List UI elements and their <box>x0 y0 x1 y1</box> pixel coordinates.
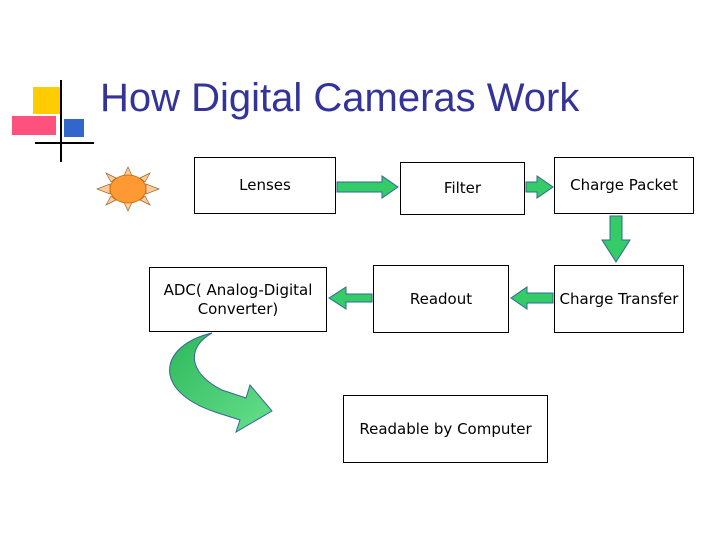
node-charge-transfer: Charge Transfer <box>554 265 684 333</box>
node-lenses: Lenses <box>194 157 336 214</box>
node-filter-label: Filter <box>443 179 482 198</box>
slide-decoration-graphic <box>12 80 94 162</box>
arrow-charge-transfer-to-readout <box>510 286 554 310</box>
node-charge-packet-label: Charge Packet <box>570 176 678 194</box>
arrow-readout-to-adc <box>328 286 373 310</box>
deco-yellow-square <box>33 87 60 114</box>
node-adc: ADC( Analog-Digital Converter) <box>149 267 327 332</box>
page-title: How Digital Cameras Work <box>100 76 580 120</box>
node-readout-label: Readout <box>409 289 473 308</box>
node-lenses-label: Lenses <box>239 176 291 194</box>
node-charge-transfer-label: Charge Transfer <box>559 289 679 308</box>
arrow-charge-packet-to-charge-transfer <box>601 215 631 263</box>
deco-pink-square <box>12 116 56 135</box>
node-adc-label: ADC( Analog-Digital Converter) <box>163 280 313 318</box>
arrow-adc-to-readable-curved <box>169 332 273 434</box>
arrow-lenses-to-filter <box>336 175 399 199</box>
node-readable-by-computer-label: Readable by Computer <box>359 419 532 438</box>
node-readable-by-computer: Readable by Computer <box>343 395 548 463</box>
sun-icon <box>96 166 160 212</box>
deco-blue-square <box>64 119 84 137</box>
node-charge-packet: Charge Packet <box>554 157 694 214</box>
slide-decoration <box>0 0 100 170</box>
node-filter: Filter <box>400 162 525 215</box>
node-readout: Readout <box>373 265 509 333</box>
arrow-filter-to-charge-packet <box>525 175 554 199</box>
